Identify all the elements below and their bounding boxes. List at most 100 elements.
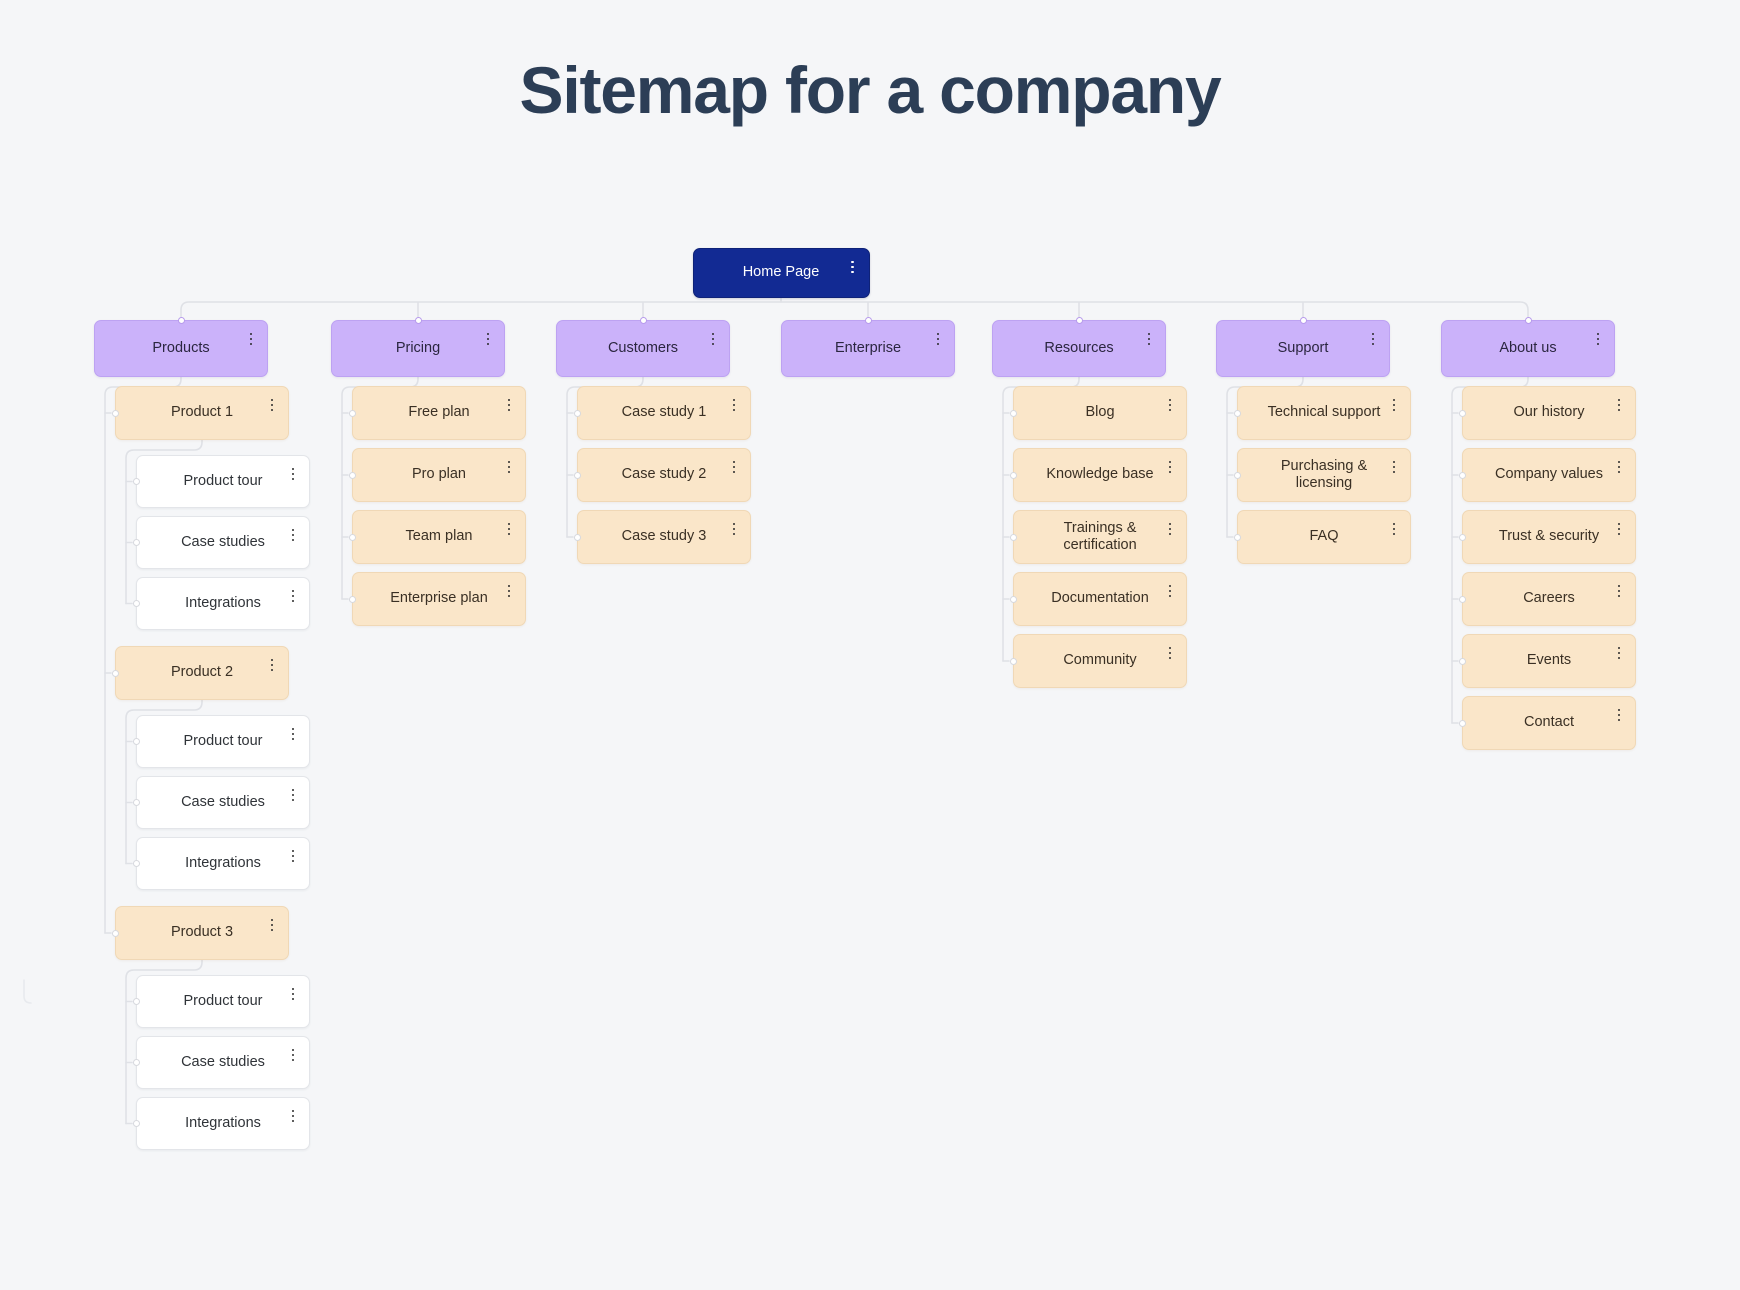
- kebab-menu-icon[interactable]: [1366, 330, 1380, 348]
- node-careers[interactable]: Careers: [1459, 572, 1636, 626]
- node-about-us[interactable]: About us: [1441, 317, 1615, 377]
- connector-port-left[interactable]: [1010, 471, 1017, 479]
- kebab-menu-icon[interactable]: [286, 1046, 300, 1064]
- connector-port-top[interactable]: [1524, 317, 1532, 324]
- connector-port-left[interactable]: [1459, 595, 1466, 603]
- kebab-menu-icon[interactable]: [1612, 706, 1626, 724]
- node-product-2[interactable]: Product 2: [112, 646, 289, 700]
- node-products[interactable]: Products: [94, 317, 268, 377]
- kebab-menu-icon[interactable]: [706, 330, 720, 348]
- node-blog[interactable]: Blog: [1010, 386, 1187, 440]
- connector-port-left[interactable]: [349, 595, 356, 603]
- kebab-menu-icon[interactable]: [727, 520, 741, 538]
- node-case-study-3[interactable]: Case study 3: [574, 510, 751, 564]
- kebab-menu-icon[interactable]: [846, 258, 860, 276]
- node-trust-security[interactable]: Trust & security: [1459, 510, 1636, 564]
- kebab-menu-icon[interactable]: [502, 582, 516, 600]
- connector-port-left[interactable]: [1459, 471, 1466, 479]
- connector-port-left[interactable]: [133, 738, 140, 745]
- node-p2-integrations[interactable]: Integrations: [133, 837, 310, 890]
- node-p3-product-tour[interactable]: Product tour: [133, 975, 310, 1028]
- node-product-1[interactable]: Product 1: [112, 386, 289, 440]
- kebab-menu-icon[interactable]: [265, 656, 279, 674]
- kebab-menu-icon[interactable]: [727, 396, 741, 414]
- kebab-menu-icon[interactable]: [286, 725, 300, 743]
- node-enterprise[interactable]: Enterprise: [781, 317, 955, 377]
- kebab-menu-icon[interactable]: [1163, 458, 1177, 476]
- connector-port-top[interactable]: [1299, 317, 1307, 324]
- kebab-menu-icon[interactable]: [286, 786, 300, 804]
- connector-port-left[interactable]: [133, 1059, 140, 1066]
- kebab-menu-icon[interactable]: [502, 396, 516, 414]
- kebab-menu-icon[interactable]: [502, 520, 516, 538]
- connector-port-left[interactable]: [112, 669, 119, 677]
- kebab-menu-icon[interactable]: [265, 396, 279, 414]
- connector-port-left[interactable]: [1010, 533, 1017, 541]
- kebab-menu-icon[interactable]: [244, 330, 258, 348]
- node-home[interactable]: Home Page: [692, 248, 870, 298]
- node-free-plan[interactable]: Free plan: [349, 386, 526, 440]
- connector-port-top[interactable]: [177, 317, 185, 324]
- node-our-history[interactable]: Our history: [1459, 386, 1636, 440]
- kebab-menu-icon[interactable]: [1591, 330, 1605, 348]
- node-customers[interactable]: Customers: [556, 317, 730, 377]
- kebab-menu-icon[interactable]: [481, 330, 495, 348]
- connector-port-top[interactable]: [1075, 317, 1083, 324]
- node-community[interactable]: Community: [1010, 634, 1187, 688]
- connector-port-left[interactable]: [1459, 409, 1466, 417]
- node-company-values[interactable]: Company values: [1459, 448, 1636, 502]
- node-documentation[interactable]: Documentation: [1010, 572, 1187, 626]
- kebab-menu-icon[interactable]: [1163, 396, 1177, 414]
- kebab-menu-icon[interactable]: [286, 587, 300, 605]
- node-product-3[interactable]: Product 3: [112, 906, 289, 960]
- connector-port-left[interactable]: [1010, 409, 1017, 417]
- kebab-menu-icon[interactable]: [1387, 396, 1401, 414]
- connector-port-left[interactable]: [349, 409, 356, 417]
- connector-port-top[interactable]: [639, 317, 647, 324]
- kebab-menu-icon[interactable]: [1163, 644, 1177, 662]
- node-pricing[interactable]: Pricing: [331, 317, 505, 377]
- node-p2-product-tour[interactable]: Product tour: [133, 715, 310, 768]
- connector-port-left[interactable]: [133, 600, 140, 607]
- node-support[interactable]: Support: [1216, 317, 1390, 377]
- node-p2-case-studies[interactable]: Case studies: [133, 776, 310, 829]
- node-resources[interactable]: Resources: [992, 317, 1166, 377]
- kebab-menu-icon[interactable]: [1612, 582, 1626, 600]
- connector-port-left[interactable]: [1459, 533, 1466, 541]
- node-knowledge-base[interactable]: Knowledge base: [1010, 448, 1187, 502]
- kebab-menu-icon[interactable]: [286, 985, 300, 1003]
- node-p3-integrations[interactable]: Integrations: [133, 1097, 310, 1150]
- kebab-menu-icon[interactable]: [1163, 582, 1177, 600]
- connector-port-left[interactable]: [349, 471, 356, 479]
- node-p1-case-studies[interactable]: Case studies: [133, 516, 310, 569]
- connector-port-left[interactable]: [1234, 471, 1241, 479]
- kebab-menu-icon[interactable]: [1387, 458, 1401, 476]
- connector-port-left[interactable]: [574, 533, 581, 541]
- connector-port-left[interactable]: [1234, 409, 1241, 417]
- node-case-study-2[interactable]: Case study 2: [574, 448, 751, 502]
- node-p1-product-tour[interactable]: Product tour: [133, 455, 310, 508]
- connector-port-left[interactable]: [112, 409, 119, 417]
- connector-port-left[interactable]: [112, 929, 119, 937]
- node-pro-plan[interactable]: Pro plan: [349, 448, 526, 502]
- node-events[interactable]: Events: [1459, 634, 1636, 688]
- connector-port-left[interactable]: [133, 860, 140, 867]
- connector-port-left[interactable]: [133, 539, 140, 546]
- connector-port-top[interactable]: [414, 317, 422, 324]
- kebab-menu-icon[interactable]: [1387, 520, 1401, 538]
- connector-port-left[interactable]: [133, 799, 140, 806]
- kebab-menu-icon[interactable]: [286, 465, 300, 483]
- connector-port-left[interactable]: [133, 998, 140, 1005]
- connector-port-left[interactable]: [1234, 533, 1241, 541]
- node-technical-support[interactable]: Technical support: [1234, 386, 1411, 440]
- node-p1-integrations[interactable]: Integrations: [133, 577, 310, 630]
- connector-port-left[interactable]: [574, 409, 581, 417]
- connector-port-top[interactable]: [864, 317, 872, 324]
- kebab-menu-icon[interactable]: [1163, 520, 1177, 538]
- kebab-menu-icon[interactable]: [265, 916, 279, 934]
- connector-port-left[interactable]: [574, 471, 581, 479]
- connector-port-left[interactable]: [133, 478, 140, 485]
- kebab-menu-icon[interactable]: [1612, 644, 1626, 662]
- kebab-menu-icon[interactable]: [286, 1107, 300, 1125]
- connector-port-left[interactable]: [1459, 719, 1466, 727]
